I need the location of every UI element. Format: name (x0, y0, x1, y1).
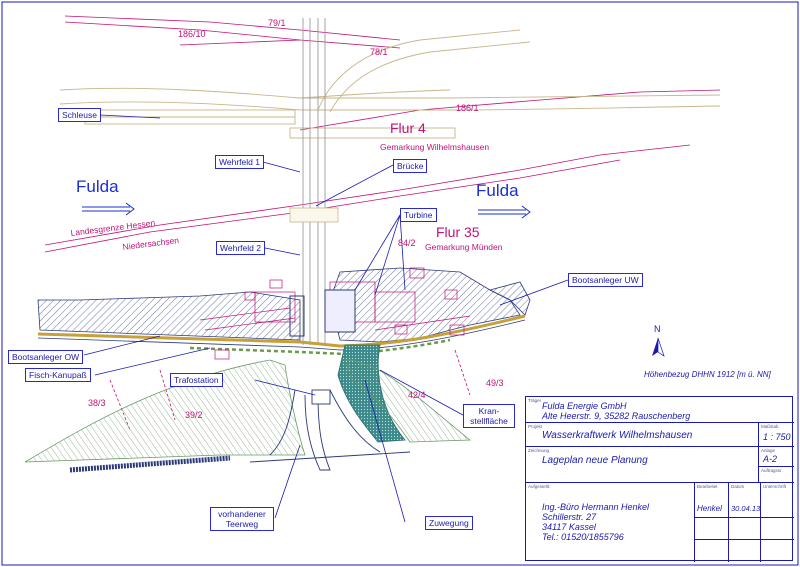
flur-4-title: Flur 4 (390, 120, 426, 136)
parcel-boundaries (44, 15, 721, 431)
flur-35-gemarkung: Gemarkung Münden (425, 242, 503, 252)
author-phone: Tel.: 01520/1855796 (542, 532, 624, 542)
date-value: 30.04.13 (731, 504, 761, 513)
title-block-client-row: Träger Fulda Energie GmbH Alte Heerstr. … (526, 397, 794, 423)
callout-leaders (83, 114, 569, 523)
author-street: Schillerstr. 27 (542, 512, 597, 522)
flur-35-title: Flur 35 (436, 224, 480, 240)
title-block: Träger Fulda Energie GmbH Alte Heerstr. … (525, 396, 794, 562)
callout-trafostation: Trafostation (170, 373, 223, 387)
drawing-name: Lageplan neue Planung (542, 455, 648, 466)
parcel-186-10: 186/10 (178, 29, 206, 39)
title-block-drawing-row: Zeichnung Lageplan neue Planung (526, 447, 758, 483)
river-name-left: Fulda (76, 177, 119, 196)
title-block-author-row: Aufgestellt: Ing.-Büro Hermann Henkel Sc… (526, 483, 794, 562)
sheet-caption: Anlage (761, 448, 776, 453)
parcel-78-1: 78/1 (370, 47, 388, 57)
embankments (24, 359, 472, 473)
client-name: Fulda Energie GmbH (542, 401, 627, 411)
weir-axis (302, 18, 326, 345)
callout-zuwegung: Zuwegung (425, 516, 473, 530)
parcel-38-3: 38/3 (88, 398, 106, 408)
drawn-caption: Bearbeitet (697, 484, 718, 489)
client-address: Alte Heerstr. 9, 35282 Rauschenberg (542, 411, 691, 421)
author-name: Ing.-Büro Hermann Henkel (542, 502, 650, 512)
drawn-by-cell: Bearbeitet Henkel (694, 483, 728, 562)
signature-cell: Unterschrift (760, 483, 794, 562)
callout-vorhandener-teerweg: vorhandener Teerweg (210, 507, 274, 531)
parcel-186-1: 186/1 (456, 103, 479, 113)
construction-details (199, 267, 471, 360)
signature-caption: Unterschrift (763, 484, 787, 489)
callout-kranstellflaeche: Kran- stellfläche (463, 404, 515, 428)
flur-4-gemarkung: Gemarkung Wilhelmshausen (380, 142, 490, 152)
order-caption: Auftragsnr. (761, 468, 783, 473)
project-caption: Projekt (528, 424, 543, 429)
parcel-42-4: 42/4 (408, 390, 426, 400)
callout-wehrfeld-2: Wehrfeld 2 (216, 241, 265, 255)
drawing-caption: Zeichnung (528, 448, 550, 453)
author-caption: Aufgestellt: (528, 484, 551, 489)
bridge (289, 207, 339, 223)
date-cell: Datum 30.04.13 (728, 483, 760, 562)
flow-arrows (82, 202, 531, 219)
parcel-49-3: 49/3 (486, 378, 504, 388)
scale-value: 1 : 750 (763, 432, 791, 442)
author-city: 34117 Kassel (542, 522, 596, 532)
parcel-79-1: 79/1 (268, 18, 286, 28)
client-caption: Träger (528, 398, 542, 403)
callout-turbine: Turbine (400, 208, 437, 222)
turbine-building (289, 289, 356, 337)
drawn-by: Henkel (697, 504, 722, 513)
parcel-84-2: 84/2 (398, 238, 416, 248)
river-name-right: Fulda (476, 181, 519, 200)
project-name: Wasserkraftwerk Wilhelmshausen (542, 430, 693, 441)
callout-bootsanleger-uw: Bootsanleger UW (568, 273, 643, 287)
parcel-39-2: 39/2 (185, 410, 203, 420)
callout-bruecke: Brücke (393, 159, 428, 173)
title-block-project-row: Projekt Wasserkraftwerk Wilhelmshausen (526, 423, 758, 447)
height-reference: Höhenbezug DHHN 1912 [m ü. NN] (644, 370, 771, 379)
callout-fisch-kanupass: Fisch-Kanupaß (25, 368, 91, 382)
title-block-order-cell: Auftragsnr. (758, 467, 794, 483)
sheet-value: A-2 (763, 454, 778, 464)
date-caption: Datum (731, 484, 745, 489)
title-block-sheet-cell: Anlage A-2 (758, 447, 794, 467)
roads (59, 29, 721, 113)
title-block-scale-cell: Maßstab 1 : 750 (758, 423, 794, 447)
north-label: N (654, 324, 661, 334)
scale-caption: Maßstab (761, 424, 779, 429)
callout-schleuse: Schleuse (58, 108, 101, 122)
access-road-loop (249, 389, 411, 471)
north-arrow-icon (652, 337, 665, 357)
callout-wehrfeld-1: Wehrfeld 1 (215, 155, 264, 169)
callout-bootsanleger-ow: Bootsanleger OW (8, 350, 84, 364)
